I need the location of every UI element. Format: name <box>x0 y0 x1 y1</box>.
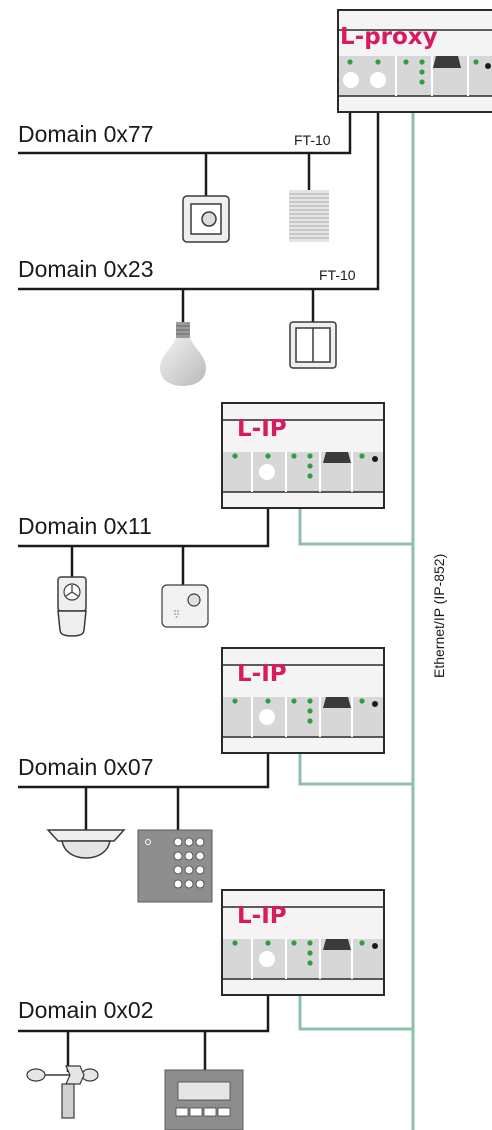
domain-label-0x77: Domain 0x77 <box>18 121 154 147</box>
display-panel-icon <box>164 1069 244 1130</box>
l-ip-title-2: L-IP <box>237 661 287 687</box>
weather-station-icon <box>26 1065 99 1119</box>
double-light-switch-icon <box>289 321 337 369</box>
window-blind-icon <box>289 190 329 242</box>
l-ip-module-1 <box>221 402 385 509</box>
l-ip-module-3 <box>221 889 385 996</box>
l-ip-title-1: L-IP <box>237 416 287 442</box>
port-1-icon <box>259 951 275 967</box>
port-1-icon <box>259 464 275 480</box>
backbone-label: Ethernet/IP (IP-852) <box>431 553 447 678</box>
ft-10-label-0x77: FT-10 <box>294 132 331 148</box>
keypad-icon <box>137 829 213 903</box>
l-ip-title-3: L-IP <box>237 903 287 929</box>
ft-10-label-0x23: FT-10 <box>319 267 356 283</box>
port-1-icon <box>259 709 275 725</box>
room-control-panel-icon <box>182 195 230 243</box>
domain-label-0x07: Domain 0x07 <box>18 754 154 780</box>
light-bulb-icon <box>160 322 206 386</box>
domain-label-0x23: Domain 0x23 <box>18 256 154 282</box>
domain-label-0x02: Domain 0x02 <box>18 997 154 1023</box>
port-2-icon <box>343 72 359 88</box>
domain-wires <box>18 112 380 1072</box>
l-ip-module-2 <box>221 647 385 754</box>
ceiling-sensor-icon <box>46 829 126 859</box>
l-proxy-module <box>337 9 492 113</box>
l-proxy-title: L-proxy <box>340 24 438 50</box>
port-1-icon <box>370 72 386 88</box>
domain-label-0x11: Domain 0x11 <box>18 513 152 539</box>
ethernet-backbone <box>298 112 415 1130</box>
fan-controller-icon <box>57 576 87 637</box>
presence-sensor-icon <box>161 584 209 628</box>
